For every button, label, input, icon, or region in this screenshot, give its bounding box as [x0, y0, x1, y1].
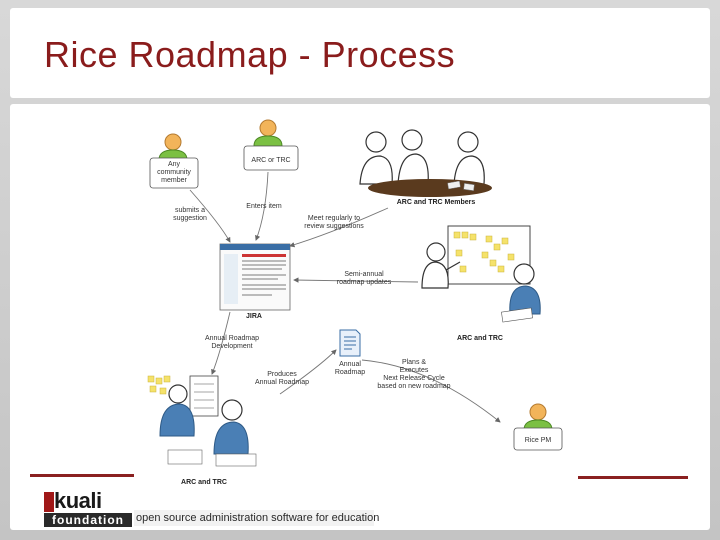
- arc-or-trc-label: ARC or TRC: [251, 157, 290, 164]
- whiteboard-illustration: ARC and TRC: [421, 225, 541, 342]
- members-meeting-illustration: ARC and TRC Members: [359, 129, 492, 206]
- title-bar: [10, 8, 710, 98]
- bottom-planning-illustration: ARC and TRC: [147, 375, 257, 486]
- tagline-background: [134, 510, 374, 526]
- arc-trc-bottom-label: ARC and TRC: [181, 479, 227, 486]
- content-panel: [10, 104, 710, 530]
- arc-or-trc-node: ARC or TRC: [243, 119, 299, 171]
- arc-trc-right-label: ARC and TRC: [457, 335, 503, 342]
- slide-title: Rice Roadmap - Process: [44, 34, 456, 75]
- left-red-rule: [30, 474, 134, 477]
- right-red-rule: [578, 476, 688, 479]
- jira-label: JIRA: [246, 313, 262, 320]
- kuali-k-mark: [44, 492, 54, 512]
- members-label: ARC and TRC Members: [397, 199, 476, 206]
- kuali-logo-text: kuali: [54, 488, 102, 513]
- rice-pm-node: Rice PM: [513, 403, 563, 451]
- edge-enters-label: Enters item: [246, 203, 282, 210]
- footer-tagline: open source administration software for …: [136, 512, 380, 524]
- kuali-foundation-text: foundation: [44, 513, 132, 527]
- diagram-arrows: [189, 171, 501, 423]
- jira-node: JIRA: [219, 243, 291, 320]
- rice-pm-label: Rice PM: [525, 437, 552, 444]
